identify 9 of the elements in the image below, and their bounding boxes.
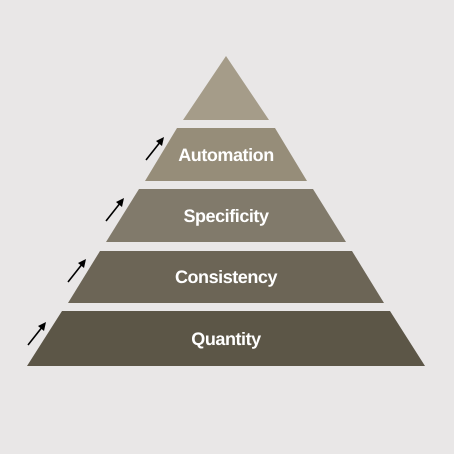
pyramid-apex [183, 56, 269, 120]
level-label: Specificity [183, 206, 269, 224]
pyramid-level [27, 311, 425, 366]
pyramid-level [106, 189, 346, 242]
level-label: Quantity [191, 330, 261, 348]
pyramid-level [68, 251, 384, 303]
level-label: Consistency [174, 268, 278, 286]
level-label: Automation [178, 146, 274, 164]
pyramid-level [145, 128, 307, 181]
